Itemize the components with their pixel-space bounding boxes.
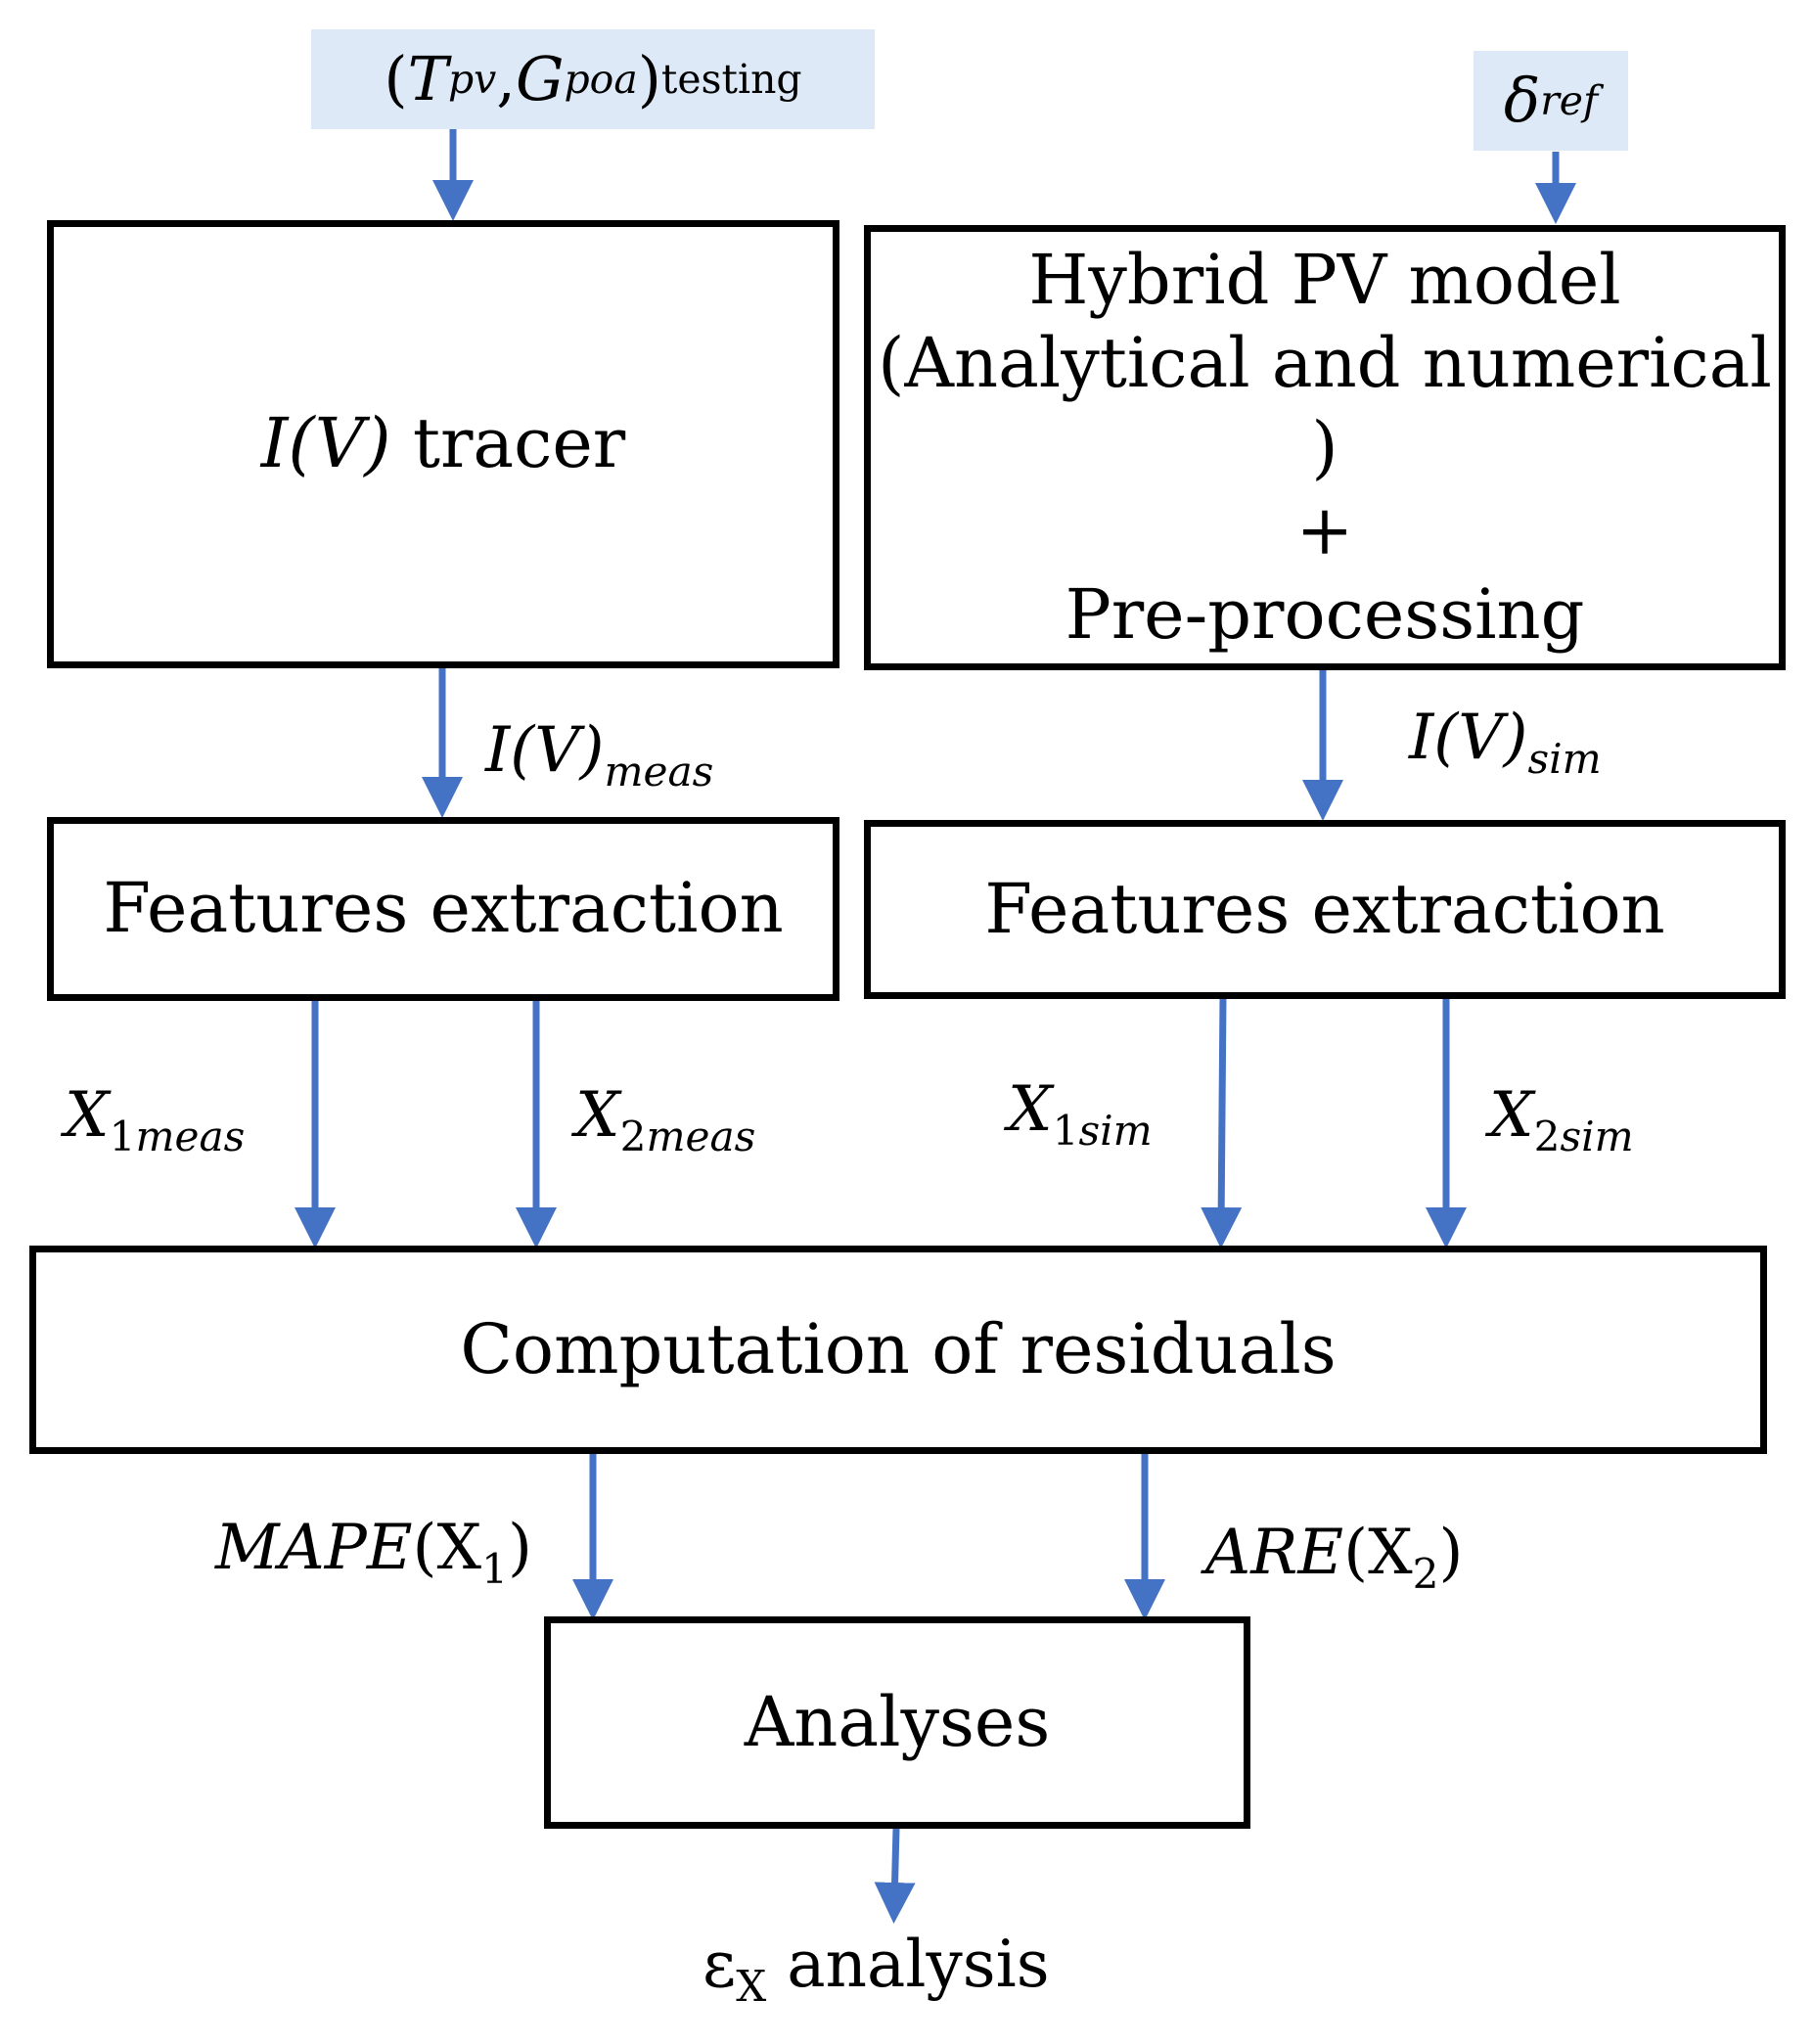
are-close: ) <box>1438 1517 1464 1589</box>
conditions-g: G <box>515 43 565 114</box>
tracer-label-italic: I(V) <box>260 403 391 484</box>
features-left-label: Features extraction <box>103 868 784 949</box>
x2-sim-num: 2 <box>1533 1112 1561 1160</box>
box-computation-of-residuals: Computation of residuals <box>29 1246 1767 1454</box>
hybrid-line-3: + <box>1295 490 1354 571</box>
mape-main: MAPE <box>215 1512 413 1584</box>
tracer-label: I(V) tracer <box>261 402 626 485</box>
mape-arg: (X <box>412 1512 482 1584</box>
x1-meas-sub: meas <box>135 1112 246 1160</box>
box-hybrid-pv-model: Hybrid PV model (Analytical and numerica… <box>864 225 1786 670</box>
are-arg: (X <box>1343 1517 1413 1589</box>
label-x1-meas: X1meas <box>65 1084 245 1157</box>
output-eps: ε <box>703 1927 737 2002</box>
mape-close: ) <box>507 1512 532 1584</box>
x1-sim-sub: sim <box>1078 1106 1153 1155</box>
are-main: ARE <box>1205 1517 1344 1589</box>
arrow-x1-sim <box>1201 995 1243 1249</box>
conditions-close: ) <box>637 43 661 114</box>
box-features-extraction-right: Features extraction <box>864 820 1786 999</box>
label-x2-sim: X2sim <box>1489 1084 1634 1157</box>
hybrid-label: Hybrid PV model (Analytical and numerica… <box>871 239 1779 657</box>
x2-meas-main: X <box>575 1079 620 1152</box>
x1-sim-num: 1 <box>1052 1106 1079 1155</box>
label-are: ARE(X2) <box>1205 1522 1464 1594</box>
iv-sim-main: I(V) <box>1409 702 1528 774</box>
mape-num: 1 <box>481 1544 508 1593</box>
x2-sim-main: X <box>1489 1079 1534 1152</box>
output-eps-analysis: εX analysis <box>703 1932 1050 2010</box>
label-iv-sim: I(V)sim <box>1409 706 1602 779</box>
features-right-label: Features extraction <box>984 868 1665 949</box>
label-x2-meas: X2meas <box>575 1084 755 1157</box>
hybrid-line-1: Hybrid PV model <box>1028 240 1621 321</box>
conditions-open: ( <box>384 43 408 114</box>
iv-meas-sub: meas <box>604 747 714 795</box>
label-iv-meas: I(V)meas <box>485 719 713 792</box>
analyses-label: Analyses <box>744 1681 1051 1762</box>
box-analyses: Analyses <box>544 1616 1250 1829</box>
box-features-extraction-left: Features extraction <box>47 817 839 1001</box>
x1-meas-main: X <box>65 1079 110 1152</box>
x1-sim-main: X <box>1008 1073 1053 1146</box>
output-text: analysis <box>766 1927 1050 2002</box>
label-x1-sim: X1sim <box>1008 1078 1153 1151</box>
arrow-analyses-to-output <box>874 1827 916 1924</box>
hybrid-line-2: (Analytical and numerical ) <box>878 323 1772 487</box>
conditions-sep: , <box>496 43 516 114</box>
x2-meas-num: 2 <box>619 1112 647 1160</box>
reference-delta: δ <box>1503 65 1541 136</box>
x2-meas-sub: meas <box>646 1112 756 1160</box>
are-num: 2 <box>1412 1549 1439 1598</box>
iv-sim-sub: sim <box>1527 734 1602 783</box>
tracer-label-text: tracer <box>390 403 626 484</box>
residuals-label: Computation of residuals <box>460 1308 1337 1389</box>
label-mape: MAPE(X1) <box>215 1517 532 1589</box>
conditions-t: T <box>407 43 448 114</box>
x2-sim-sub: sim <box>1560 1112 1634 1160</box>
output-eps-sub: X <box>736 1963 767 2013</box>
box-iv-tracer: I(V) tracer <box>47 220 839 668</box>
x1-meas-num: 1 <box>109 1112 136 1160</box>
iv-meas-main: I(V) <box>485 714 605 787</box>
hybrid-line-4: Pre-processing <box>1065 573 1585 655</box>
